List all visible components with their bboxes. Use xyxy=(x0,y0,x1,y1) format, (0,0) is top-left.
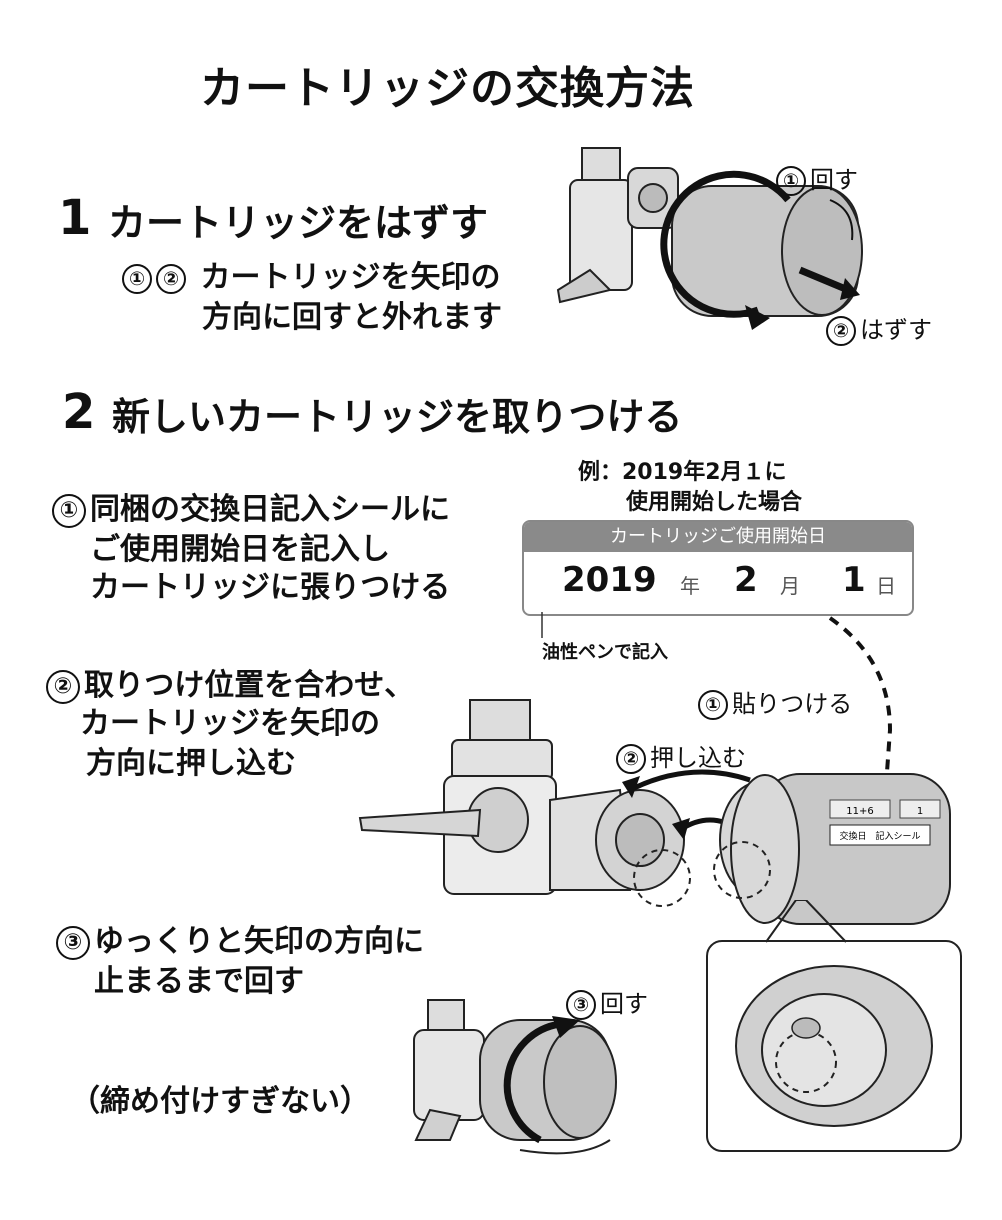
page-title: カートリッジの交換方法 xyxy=(200,63,695,114)
date-month: 2 xyxy=(734,560,758,600)
sub1-line2: ご使用開始日を記入し xyxy=(90,532,390,567)
sub3-line1: ゆっくりと矢印の方向に xyxy=(94,924,424,959)
step1-number: 1 xyxy=(58,190,92,246)
step1-callout-remove-mark: ② xyxy=(826,316,856,346)
sticker-mini-right: 1 xyxy=(917,806,923,817)
example-line2: 使用開始した場合 xyxy=(626,490,803,515)
sub3-mark: ③ xyxy=(56,925,90,960)
step1-faucet-illustration xyxy=(556,147,863,330)
date-year: 2019 xyxy=(562,560,657,600)
sub1-line1: 同梱の交換日記入シールに xyxy=(90,492,450,527)
date-year-unit: 年 xyxy=(680,574,700,598)
date-day: 1 xyxy=(842,560,866,600)
date-month-unit: 月 xyxy=(780,574,800,598)
callout-push-text: 押し込む xyxy=(650,744,746,772)
date-label: カートリッジご使用開始日 2019 年 2 月 1 日 xyxy=(522,520,914,616)
sub2-line2: カートリッジを矢印の xyxy=(80,706,380,741)
sub1-mark: ① xyxy=(52,493,86,528)
callout-attach-text: 貼りつける xyxy=(732,690,853,718)
sub2-line1: 取りつけ位置を合わせ、 xyxy=(84,668,415,703)
callout-rotate-mark: ③ xyxy=(566,990,596,1020)
example-line1: 例：2019年2月１に xyxy=(578,460,787,485)
step1-callout-rotate-text: 回す xyxy=(810,166,858,194)
callout-attach-mark: ① xyxy=(698,690,728,720)
step1-desc-line2: 方向に回すと外れます xyxy=(202,300,502,335)
step3-faucet-illustration xyxy=(413,999,617,1155)
step1-callout-remove-text: はずす xyxy=(860,316,932,344)
step1-desc-line1: カートリッジを矢印の xyxy=(200,260,501,295)
step1-mark-1: ① xyxy=(122,263,152,294)
step2-number: 2 xyxy=(62,384,96,440)
detail-inset-illustration xyxy=(735,900,933,1127)
sticker-mini-left: 11+6 xyxy=(846,806,873,817)
step2-title: 新しいカートリッジを取りつける xyxy=(112,395,683,439)
sub3-line2: 止まるまで回す xyxy=(94,964,304,999)
callout-push-mark: ② xyxy=(616,744,646,774)
pen-note: 油性ペンで記入 xyxy=(542,642,668,663)
step1-callout-rotate-mark: ① xyxy=(776,166,806,196)
step2-faucet-illustration: 交換日 記入シール 11+6 1 xyxy=(358,699,951,925)
sub1-line3: カートリッジに張りつける xyxy=(90,570,451,605)
sub2-line3: 方向に押し込む xyxy=(86,746,296,781)
date-day-unit: 日 xyxy=(876,574,896,598)
sticker-text: 交換日 記入シール xyxy=(839,830,920,842)
sub2-mark: ② xyxy=(46,669,80,704)
date-label-header: カートリッジご使用開始日 xyxy=(524,522,912,552)
callout-rotate-text: 回す xyxy=(600,990,648,1018)
sub3-note: （締め付けすぎない） xyxy=(70,1084,370,1119)
step1-mark-2: ② xyxy=(156,263,186,294)
step1-title: カートリッジをはずす xyxy=(108,201,489,245)
